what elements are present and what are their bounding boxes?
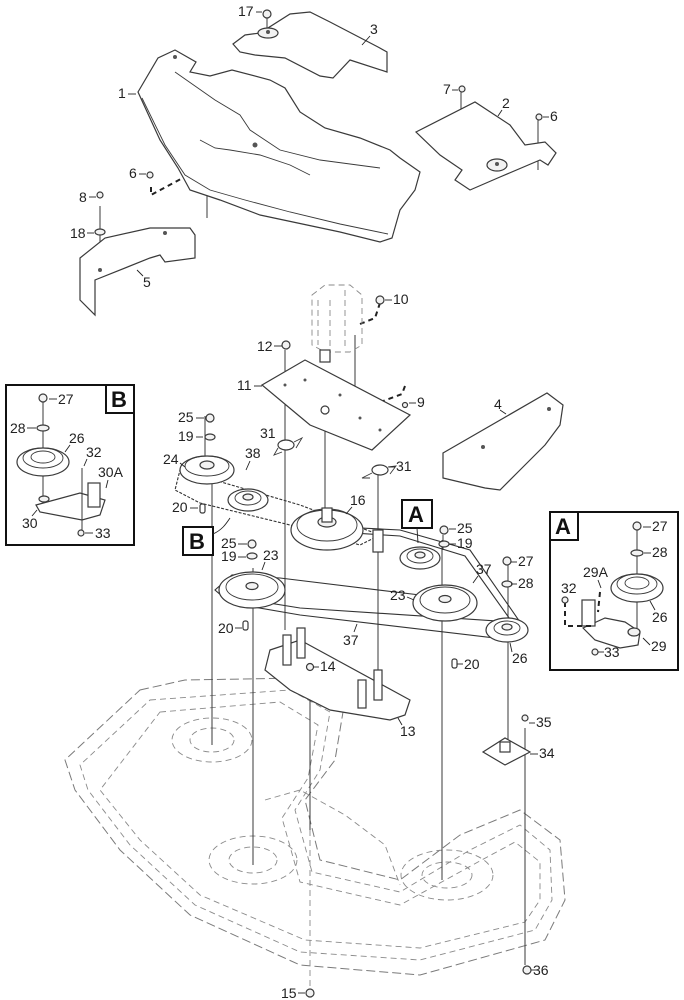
callout-36: 36 — [533, 962, 549, 978]
callout-12: 12 — [257, 338, 273, 354]
detail-marker-a: A — [401, 499, 433, 544]
callout-19-right: 19 — [457, 535, 473, 551]
callout-labels: 17 3 1 7 2 6 6 8 18 5 10 12 11 9 4 25 19… — [70, 3, 558, 1000]
part-3-cover — [232, 11, 388, 79]
callout-7: 7 — [443, 81, 451, 97]
callout-24: 24 — [163, 451, 179, 467]
detail-b-callout-33: 33 — [95, 525, 111, 541]
dashed-fastener-paths — [150, 164, 406, 405]
callout-17: 17 — [238, 3, 254, 19]
callout-11: 11 — [237, 377, 252, 393]
callout-25-mid: 25 — [221, 535, 237, 551]
detail-a-callout-26: 26 — [652, 609, 668, 625]
callout-14: 14 — [320, 658, 336, 674]
detail-marker-b-letter: B — [189, 529, 205, 554]
detail-a-callout-29a: 29A — [583, 564, 609, 580]
callout-6-right: 6 — [550, 108, 558, 124]
part-34-bearing-flange — [481, 737, 532, 766]
callout-3: 3 — [370, 21, 378, 37]
callout-8: 8 — [79, 189, 87, 205]
callout-25-right: 25 — [457, 520, 473, 536]
detail-b-callout-30: 30 — [22, 515, 38, 531]
detail-b-callout-26: 26 — [69, 430, 85, 446]
detail-a-callout-29: 29 — [651, 638, 667, 654]
part-13-bracket-plate — [264, 627, 411, 721]
callout-27: 27 — [518, 553, 534, 569]
callout-13: 13 — [400, 723, 416, 739]
callout-18: 18 — [70, 225, 86, 241]
detail-b-callout-27: 27 — [58, 391, 74, 407]
callout-1: 1 — [118, 85, 126, 101]
callout-37-bottom: 37 — [343, 632, 359, 648]
part-11-mounting-plate — [260, 359, 412, 451]
part-1-main-cover — [137, 49, 421, 243]
callout-6-left: 6 — [129, 165, 137, 181]
part-2-cover — [414, 101, 557, 191]
detail-b-callout-32: 32 — [86, 444, 102, 460]
detail-a-callout-33: 33 — [604, 644, 620, 660]
callout-23-left: 23 — [263, 547, 279, 563]
detail-b-letter: B — [111, 387, 127, 412]
callout-35: 35 — [536, 714, 552, 730]
idler-pulley-b — [227, 488, 269, 512]
callout-16: 16 — [350, 492, 366, 508]
detail-b-inset: B 27 28 26 32 30A 30 33 — [5, 384, 135, 546]
callout-38: 38 — [245, 445, 261, 461]
callout-31-left: 31 — [260, 425, 276, 441]
callout-19-left: 19 — [178, 428, 194, 444]
detail-marker-a-letter: A — [408, 502, 424, 527]
callout-19-mid: 19 — [221, 548, 237, 564]
detail-marker-b: B — [182, 517, 231, 556]
callout-4: 4 — [494, 396, 502, 412]
part-24-pulley — [179, 455, 235, 485]
detail-b-callout-30a: 30A — [98, 464, 124, 480]
callout-20-b: 20 — [218, 620, 234, 636]
callout-31-right: 31 — [396, 458, 412, 474]
fasteners — [94, 9, 543, 998]
part-23-pulley-right — [412, 584, 478, 622]
detail-a-letter: A — [555, 514, 571, 539]
detail-a-callout-28: 28 — [652, 544, 668, 560]
idler-pulley-a — [372, 529, 441, 570]
callout-20-a: 20 — [172, 499, 188, 515]
callout-5: 5 — [143, 274, 151, 290]
callout-23-right: 23 — [390, 587, 406, 603]
mower-deck-housing — [64, 677, 566, 976]
detail-a-callout-32: 32 — [561, 580, 577, 596]
callout-34: 34 — [539, 745, 555, 761]
part-23-pulley-left — [218, 571, 286, 609]
callout-9: 9 — [417, 394, 425, 410]
callout-25-left: 25 — [178, 409, 194, 425]
callout-28: 28 — [518, 575, 534, 591]
callout-15: 15 — [281, 985, 297, 1000]
part-5-cover — [79, 227, 196, 317]
part-4-cover — [442, 392, 564, 491]
callout-2: 2 — [502, 95, 510, 111]
callout-26: 26 — [512, 650, 528, 666]
detail-a-callout-27: 27 — [652, 518, 668, 534]
part-31-springs — [272, 436, 397, 479]
callout-10: 10 — [393, 291, 409, 307]
part-16-center-pulley — [290, 507, 364, 551]
callout-37-right: 37 — [476, 561, 492, 577]
detail-a-inset: A 27 28 29A 32 26 29 33 — [549, 511, 679, 671]
gearbox — [311, 284, 363, 363]
part-26-pulley — [485, 617, 529, 643]
detail-b-callout-28: 28 — [10, 420, 26, 436]
callout-20-c: 20 — [464, 656, 480, 672]
